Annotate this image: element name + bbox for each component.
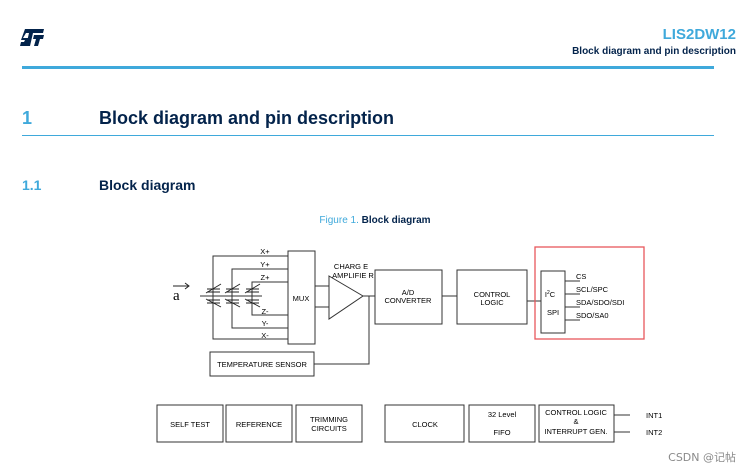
reference-label: REFERENCE — [236, 420, 282, 429]
int2-label: INT2 — [646, 428, 662, 437]
pin-sdo-sa0: SDO/SA0 — [576, 311, 609, 320]
capacitor-z — [244, 283, 261, 308]
section-rule — [22, 135, 714, 136]
trimming-label-2: CIRCUITS — [311, 424, 346, 433]
accel-label: a — [173, 288, 180, 304]
signal-x-minus: X- — [261, 331, 269, 340]
adc-block — [374, 269, 443, 325]
clock-block — [384, 404, 465, 443]
header-rule — [22, 66, 714, 69]
fifo-label-1: 32 Level — [488, 410, 517, 419]
signal-z-minus: Z- — [261, 307, 269, 316]
header-section-title: Block diagram and pin description — [572, 46, 736, 57]
pin-cs: CS — [576, 272, 586, 281]
signal-z-plus: Z+ — [261, 273, 271, 282]
st-logo-icon — [20, 29, 44, 46]
figure-caption: Figure 1. Block diagram — [0, 215, 750, 226]
pin-sda-sdo-sdi: SDA/SDO/SDI — [576, 298, 624, 307]
pin-scl-spc: SCL/SPC — [576, 285, 609, 294]
figure-label: Figure 1. — [319, 215, 359, 226]
charge-amp-label-1: CHARG E — [334, 262, 368, 271]
subsection-number: 1.1 — [22, 177, 42, 193]
adc-label-2: CONVERTER — [385, 296, 433, 305]
int1-label: INT1 — [646, 411, 662, 420]
watermark: CSDN @记帖 — [668, 451, 736, 464]
i2c-label: I2C — [545, 290, 556, 299]
interrupt-label-2: & — [573, 417, 578, 426]
fifo-block — [468, 404, 536, 443]
mux-block — [287, 250, 316, 345]
interface-highlight — [534, 246, 645, 340]
spi-label: SPI — [547, 308, 559, 317]
section-number: 1 — [22, 108, 33, 128]
charge-amplifier-block — [328, 275, 364, 320]
capacitor-y — [224, 283, 241, 308]
mux-label: MUX — [293, 294, 310, 303]
self-test-block — [156, 404, 224, 443]
charge-amp-label-2: AMPLIFIE R — [332, 271, 374, 280]
control-logic-label-2: LOGIC — [480, 298, 504, 307]
control-logic-label-1: CONTROL — [474, 290, 511, 299]
signal-y-minus: Y- — [262, 319, 269, 328]
self-test-label: SELF TEST — [170, 420, 210, 429]
temperature-sensor-label: TEMPERATURE SENSOR — [217, 360, 307, 369]
interrupt-label-1: CONTROL LOGIC — [545, 408, 607, 417]
reference-block — [225, 404, 293, 443]
wire-x — [212, 255, 288, 340]
sensing-capacitors — [205, 283, 261, 308]
figure-title: Block diagram — [361, 215, 431, 226]
trimming-label-1: TRIMMING — [310, 415, 348, 424]
interrupt-block — [538, 404, 615, 443]
control-logic-block — [456, 269, 528, 325]
interrupt-label-3: INTERRUPT GEN. — [544, 427, 607, 436]
adc-label-1: A/D — [402, 288, 415, 297]
trimming-block — [295, 404, 363, 443]
product-name: LIS2DW12 — [662, 26, 736, 43]
wire-y — [231, 268, 288, 329]
wire-z — [251, 281, 288, 316]
clock-label: CLOCK — [412, 420, 438, 429]
interface-block — [540, 270, 566, 334]
fifo-label-2: FIFO — [493, 428, 510, 437]
section-title: Block diagram and pin description — [99, 108, 395, 128]
temperature-sensor-block — [209, 351, 315, 377]
capacitor-x — [205, 283, 222, 308]
subsection-title: Block diagram — [99, 177, 196, 193]
signal-x-plus: X+ — [260, 247, 270, 256]
signal-y-plus: Y+ — [260, 260, 270, 269]
accel-vector-icon: a — [173, 282, 190, 304]
